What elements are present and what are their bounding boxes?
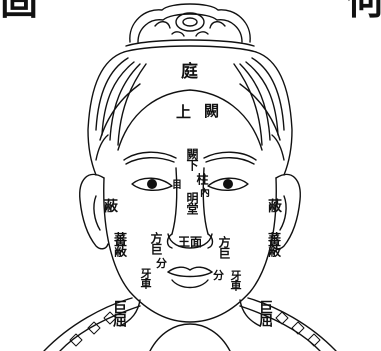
collar-pattern xyxy=(70,312,320,346)
label-shen-left: 蕃蔽 xyxy=(112,232,125,256)
label-ting: 庭 xyxy=(181,64,198,81)
label-ya-che-right: 牙車 xyxy=(230,270,241,290)
label-ya-che-left: 牙車 xyxy=(140,268,151,288)
label-fang-ju-left: 方巨 xyxy=(150,232,162,254)
label-fen-left: 分 xyxy=(156,258,167,269)
label-fen-right: 分 xyxy=(213,270,224,281)
label-ju-qu-left: 巨屈 xyxy=(112,300,126,326)
label-fan-left: 蔽 xyxy=(104,200,118,214)
label-fang-ju-right: 方巨 xyxy=(218,236,230,258)
mouth xyxy=(168,267,212,287)
label-mu-left: 目 xyxy=(172,181,182,191)
crown-ornament xyxy=(124,4,256,52)
label-ju-qu-right: 巨屈 xyxy=(258,300,272,326)
label-shang: 上 xyxy=(176,105,191,120)
label-zhi: 柱 xyxy=(196,173,208,184)
label-fan-right: 蔽 xyxy=(268,200,282,214)
title-fragment-right: 何 xyxy=(346,0,381,20)
label-mu-right: 內 xyxy=(200,189,210,199)
title-fragment-left: 固 xyxy=(0,0,38,20)
neck-collar xyxy=(44,298,336,351)
label-wang-mian: 王面 xyxy=(178,236,202,248)
label-que: 闕 xyxy=(204,104,219,119)
label-que-xia: 闕下 xyxy=(186,148,198,170)
label-shen-right: 蕃蔽 xyxy=(266,232,279,256)
pupils xyxy=(147,179,233,189)
label-ming-tang: 明堂 xyxy=(186,192,198,214)
